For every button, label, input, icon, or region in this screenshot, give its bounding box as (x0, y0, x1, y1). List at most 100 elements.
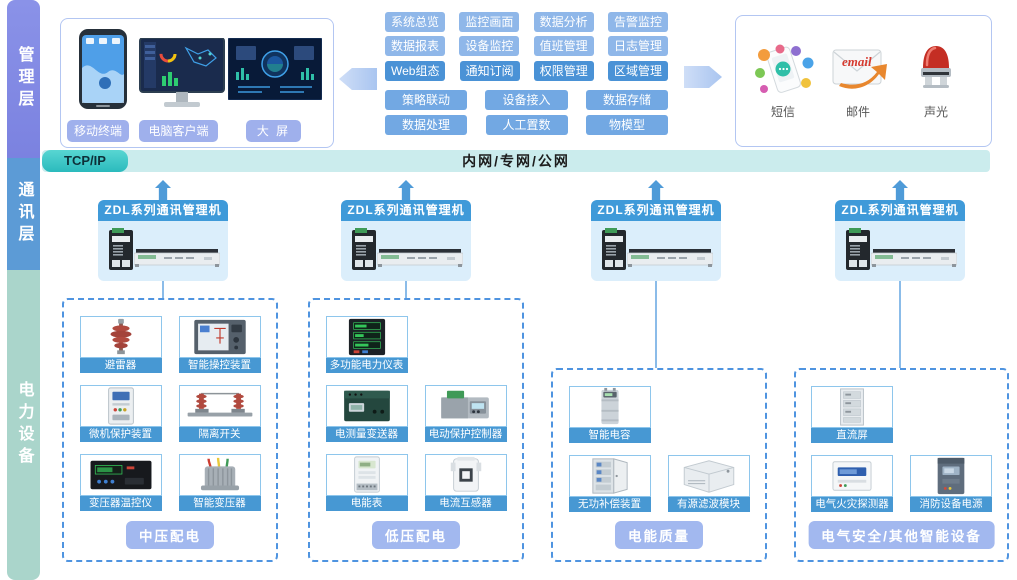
feature-chip: 系统总览 (385, 12, 446, 32)
device-label: 有源滤波模块 (667, 497, 750, 512)
device-label: 电流互感器 (424, 496, 507, 511)
group-low-voltage: 多功能电力仪表电测量变送器 电动保护控制器电能表 电流互感器 低压配电 (308, 298, 524, 562)
device-label: 消防设备电源 (910, 497, 992, 512)
sms-alert-item: 短信 (743, 40, 823, 120)
gateway-box: ZDL系列通讯管理机 (591, 200, 721, 281)
feature-chip: 通知订阅 (459, 61, 520, 81)
beacon-label: 声光 (923, 105, 948, 119)
category-chip: 电能质量 (615, 521, 703, 549)
device-label: 微机保护装置 (79, 427, 162, 442)
feature-chip: 值班管理 (533, 36, 594, 56)
email-alert-item: email 邮件 (818, 40, 898, 120)
arrow-up-icon (892, 180, 908, 200)
email-label: 邮件 (845, 105, 870, 119)
device-card-capacitor: 智能电容 (568, 386, 651, 443)
big-screen-chip: 大 屏 (246, 120, 301, 142)
network-band: TCP/IP 内网/专网/公网 (42, 150, 990, 172)
device-card-dc-panel: 直流屏 (811, 386, 893, 443)
gateway-box: ZDL系列通讯管理机 (341, 200, 471, 281)
feature-row-3: Web组态通知订阅权限管理区域管理 (385, 61, 668, 81)
gateway-title: ZDL系列通讯管理机 (341, 200, 471, 221)
connector-line (162, 281, 164, 298)
sms-icon (743, 40, 823, 100)
feature-chip: 人工置数 (485, 115, 568, 135)
transformer-image (178, 454, 261, 496)
device-card-fire-detector: 电气火灾探测器 (811, 455, 893, 512)
group-electrical-safety: 直流屏电气火灾探测器消防设备电源 电气安全/其他智能设备 (794, 368, 1009, 562)
feature-chip: 区域管理 (607, 61, 668, 81)
feature-chip: 数据报表 (385, 36, 446, 56)
device-label: 电能表 (325, 496, 408, 511)
fire-detector-image (811, 455, 893, 497)
email-icon: email (818, 40, 898, 100)
gateway-box: ZDL系列通讯管理机 (835, 200, 965, 281)
arrow-up-icon (155, 180, 171, 200)
device-card-multi-meter: 多功能电力仪表 (325, 316, 408, 373)
feature-row-5: 数据处理人工置数物模型 (385, 115, 668, 135)
device-card-energy-meter: 电能表 (325, 454, 408, 511)
alarm-beacon-icon (896, 40, 976, 100)
gateway-title: ZDL系列通讯管理机 (835, 200, 965, 221)
gateway-box: ZDL系列通讯管理机 (98, 200, 228, 281)
device-label: 电气火灾探测器 (811, 497, 893, 512)
device-label: 智能操控装置 (178, 358, 261, 373)
equipment-layer-label: 电力设备 (15, 381, 33, 469)
isolator-image (178, 385, 261, 427)
feature-chip: 数据分析 (533, 12, 594, 32)
compensation-image (568, 455, 651, 497)
feature-chip: 告警监控 (607, 12, 668, 32)
device-label: 隔离开关 (178, 427, 261, 442)
feature-row-4: 策略联动设备接入数据存储 (385, 90, 668, 110)
arrow-up-icon (398, 180, 414, 200)
arrow-up-icon (648, 180, 664, 200)
current-transformer-image (424, 454, 507, 496)
sidebar-item-management-layer: 管理层 (7, 0, 40, 158)
capacitor-image (568, 386, 651, 428)
protect-device-image (79, 385, 162, 427)
device-card-temp-controller: 变压器温控仪 (79, 454, 162, 511)
connector-line (405, 281, 407, 298)
feature-row-2: 数据报表设备监控值班管理日志管理 (385, 36, 668, 56)
temp-controller-image (79, 454, 162, 496)
device-card-ctrl-panel: 智能操控装置 (178, 316, 261, 373)
arrow-right-icon (684, 66, 722, 88)
device-grid: 避雷器 智能操控装置微机保护装置 隔离开关变压器温控仪智能变压器 (64, 300, 276, 511)
feature-chip: 设备监控 (459, 36, 520, 56)
network-band-label: 内网/专网/公网 (462, 153, 570, 169)
mobile-phone-image (78, 28, 128, 117)
device-grid: 直流屏电气火灾探测器 消防设备电源 (796, 370, 1007, 512)
multi-meter-image (325, 316, 408, 358)
feature-chip: 数据处理 (385, 115, 468, 135)
device-card-isolator: 隔离开关 (178, 385, 261, 442)
connector-line (655, 281, 657, 368)
device-grid: 多功能电力仪表电测量变送器 电动保护控制器电能表 电流互感器 (310, 300, 522, 511)
device-label: 直流屏 (811, 428, 893, 443)
feature-chip: 物模型 (586, 115, 668, 135)
ctrl-panel-image (178, 316, 261, 358)
category-chip: 低压配电 (372, 521, 460, 549)
arrester-image (79, 316, 162, 358)
tcpip-chip: TCP/IP (42, 150, 128, 172)
device-label: 避雷器 (79, 358, 162, 373)
device-label: 智能电容 (568, 428, 651, 443)
gateway-devices-image (341, 221, 471, 281)
pc-client-chip: 电脑客户端 (139, 120, 218, 142)
connector-line (899, 281, 901, 368)
device-card-fire-power: 消防设备电源 (910, 455, 992, 512)
device-grid: 智能电容无功补偿装置有源滤波模块 (553, 370, 765, 512)
energy-meter-image (325, 454, 408, 496)
device-label: 智能变压器 (178, 496, 261, 511)
feature-chip: 权限管理 (533, 61, 594, 81)
motor-protector-image (424, 385, 507, 427)
gateway-devices-image (98, 221, 228, 281)
beacon-alert-item: 声光 (896, 40, 976, 120)
device-card-motor-protector: 电动保护控制器 (424, 385, 507, 442)
feature-chip: Web组态 (385, 61, 446, 81)
feature-chip: 数据存储 (585, 90, 668, 110)
dc-panel-image (811, 386, 893, 428)
category-chip: 中压配电 (126, 521, 214, 549)
layer-sidebar: 管理层 通讯层 电力设备 (7, 0, 40, 580)
big-screen-image (227, 37, 323, 105)
device-label: 电测量变送器 (325, 427, 408, 442)
